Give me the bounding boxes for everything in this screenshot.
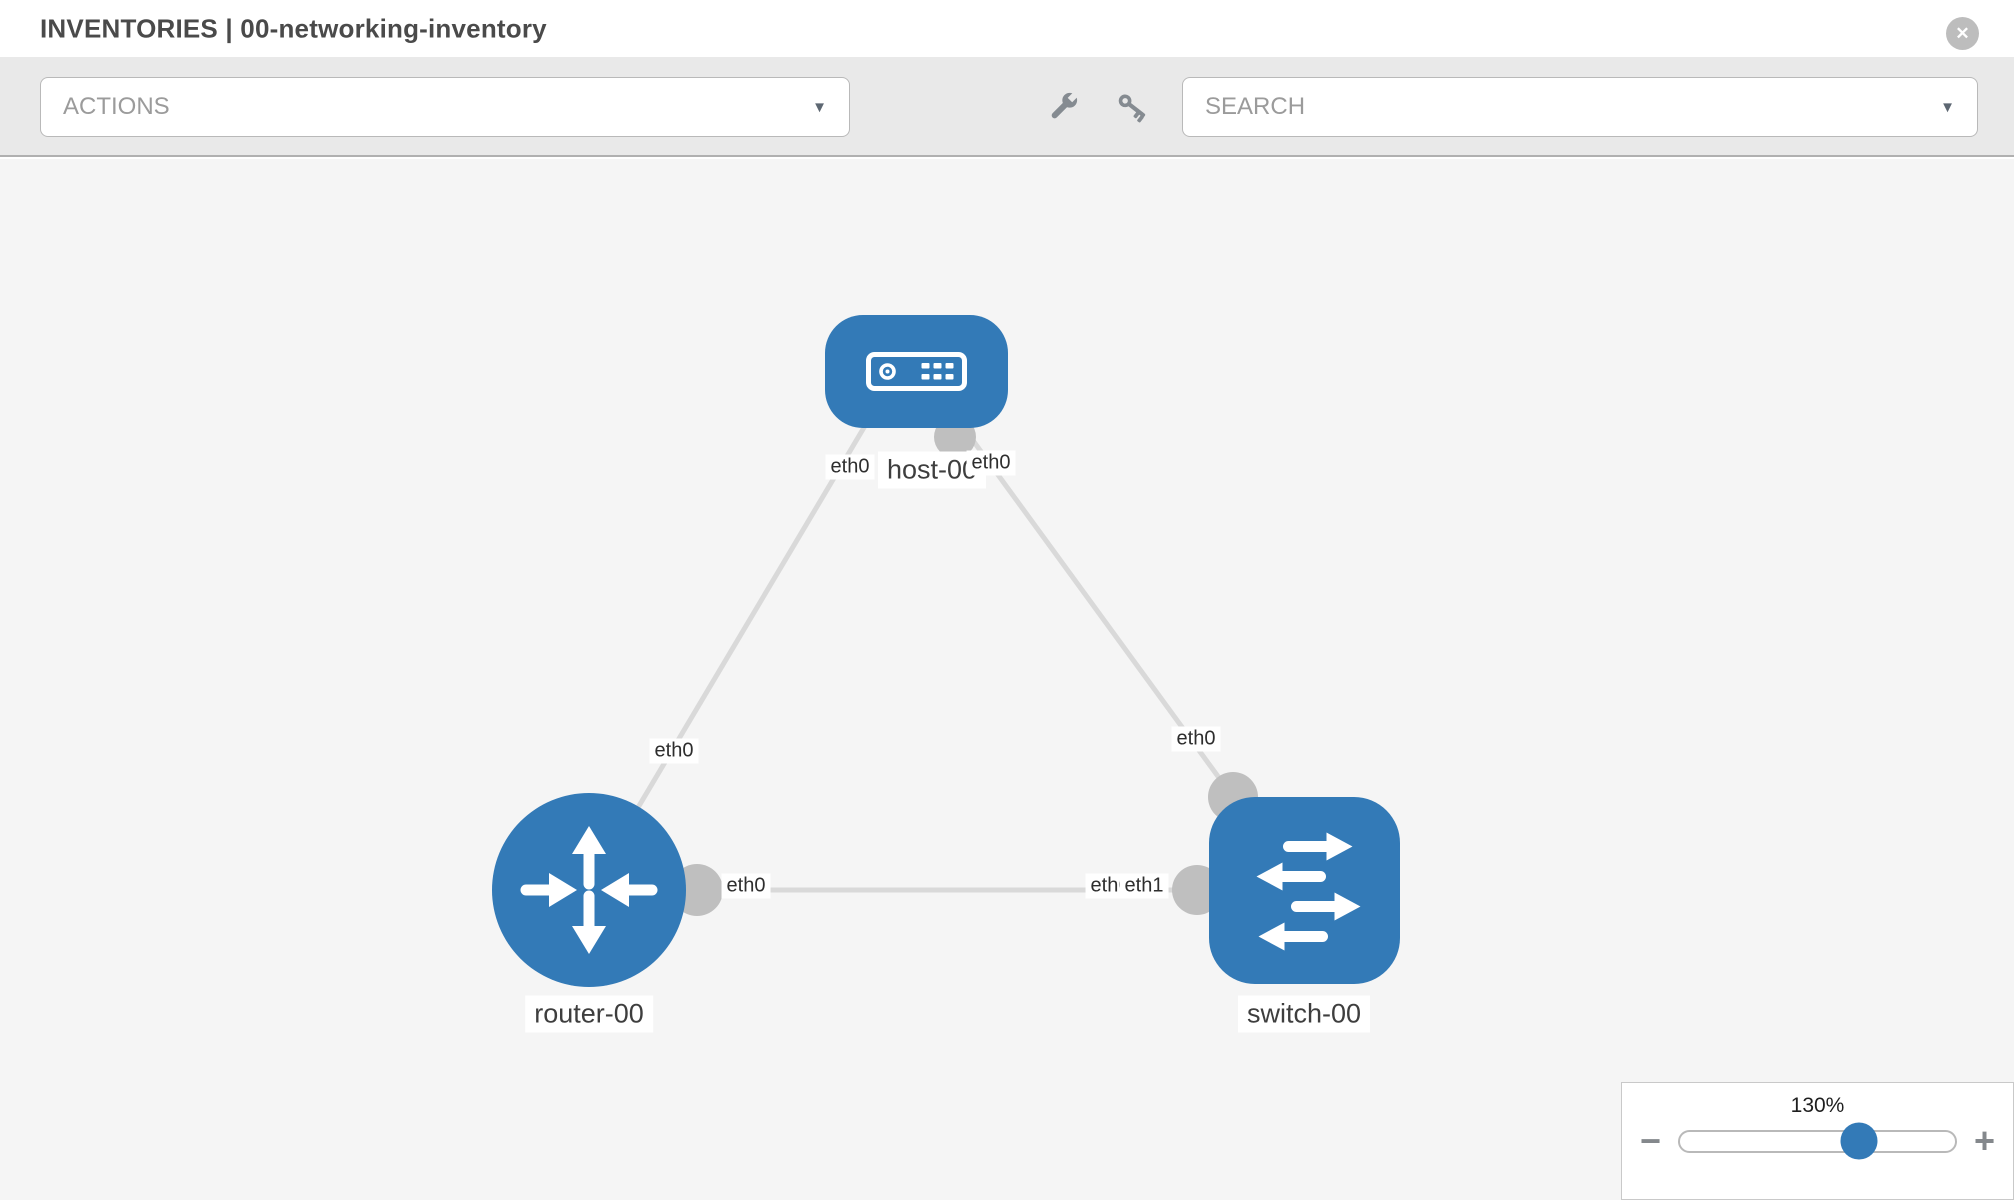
iface-label: eth0	[825, 454, 875, 480]
chevron-down-icon: ▼	[1940, 98, 1955, 116]
key-icon[interactable]	[1114, 88, 1152, 126]
router-icon	[520, 826, 658, 954]
zoom-level: 130%	[1790, 1094, 1845, 1117]
iface-label: eth0	[1171, 726, 1221, 752]
host-icon	[866, 352, 967, 391]
wrench-icon[interactable]	[1044, 88, 1082, 126]
toolbar: ACTIONS ▼ SEARCH ▼	[0, 57, 2014, 157]
zoom-row: − +	[1622, 1120, 2013, 1161]
toolbar-icon-group	[1044, 57, 1152, 157]
zoom-panel: 130% − +	[1621, 1082, 2014, 1200]
zoom-out-button[interactable]: −	[1640, 1120, 1662, 1161]
chevron-down-icon: ▼	[812, 98, 827, 116]
close-button[interactable]: ✕	[1946, 17, 1979, 50]
page-title: INVENTORIES | 00-networking-inventory	[40, 13, 547, 43]
zoom-slider-track[interactable]	[1678, 1122, 1957, 1160]
iface-label: eth0	[966, 450, 1016, 476]
node-label-router: router-00	[525, 995, 653, 1033]
header: INVENTORIES | 00-networking-inventory ✕	[0, 0, 2014, 57]
close-icon: ✕	[1955, 23, 1970, 43]
search-dropdown[interactable]: SEARCH ▼	[1182, 77, 1978, 137]
actions-dropdown-label: ACTIONS	[63, 93, 170, 120]
switch-icon	[1256, 832, 1361, 951]
iface-label: eth0	[721, 873, 771, 899]
zoom-in-button[interactable]: +	[1973, 1120, 1995, 1161]
iface-label: eth1	[1119, 873, 1169, 899]
node-router[interactable]	[492, 793, 686, 987]
topology-canvas[interactable]: host-00 router-00 switch-00 eth0 eth0 et…	[0, 159, 2014, 1200]
iface-label: eth0	[649, 738, 699, 764]
actions-dropdown[interactable]: ACTIONS ▼	[40, 77, 850, 137]
node-switch[interactable]	[1209, 797, 1400, 984]
search-dropdown-label: SEARCH	[1205, 93, 1306, 120]
zoom-slider-thumb[interactable]	[1840, 1122, 1878, 1160]
node-label-switch: switch-00	[1237, 995, 1371, 1033]
node-host[interactable]	[825, 315, 1008, 428]
